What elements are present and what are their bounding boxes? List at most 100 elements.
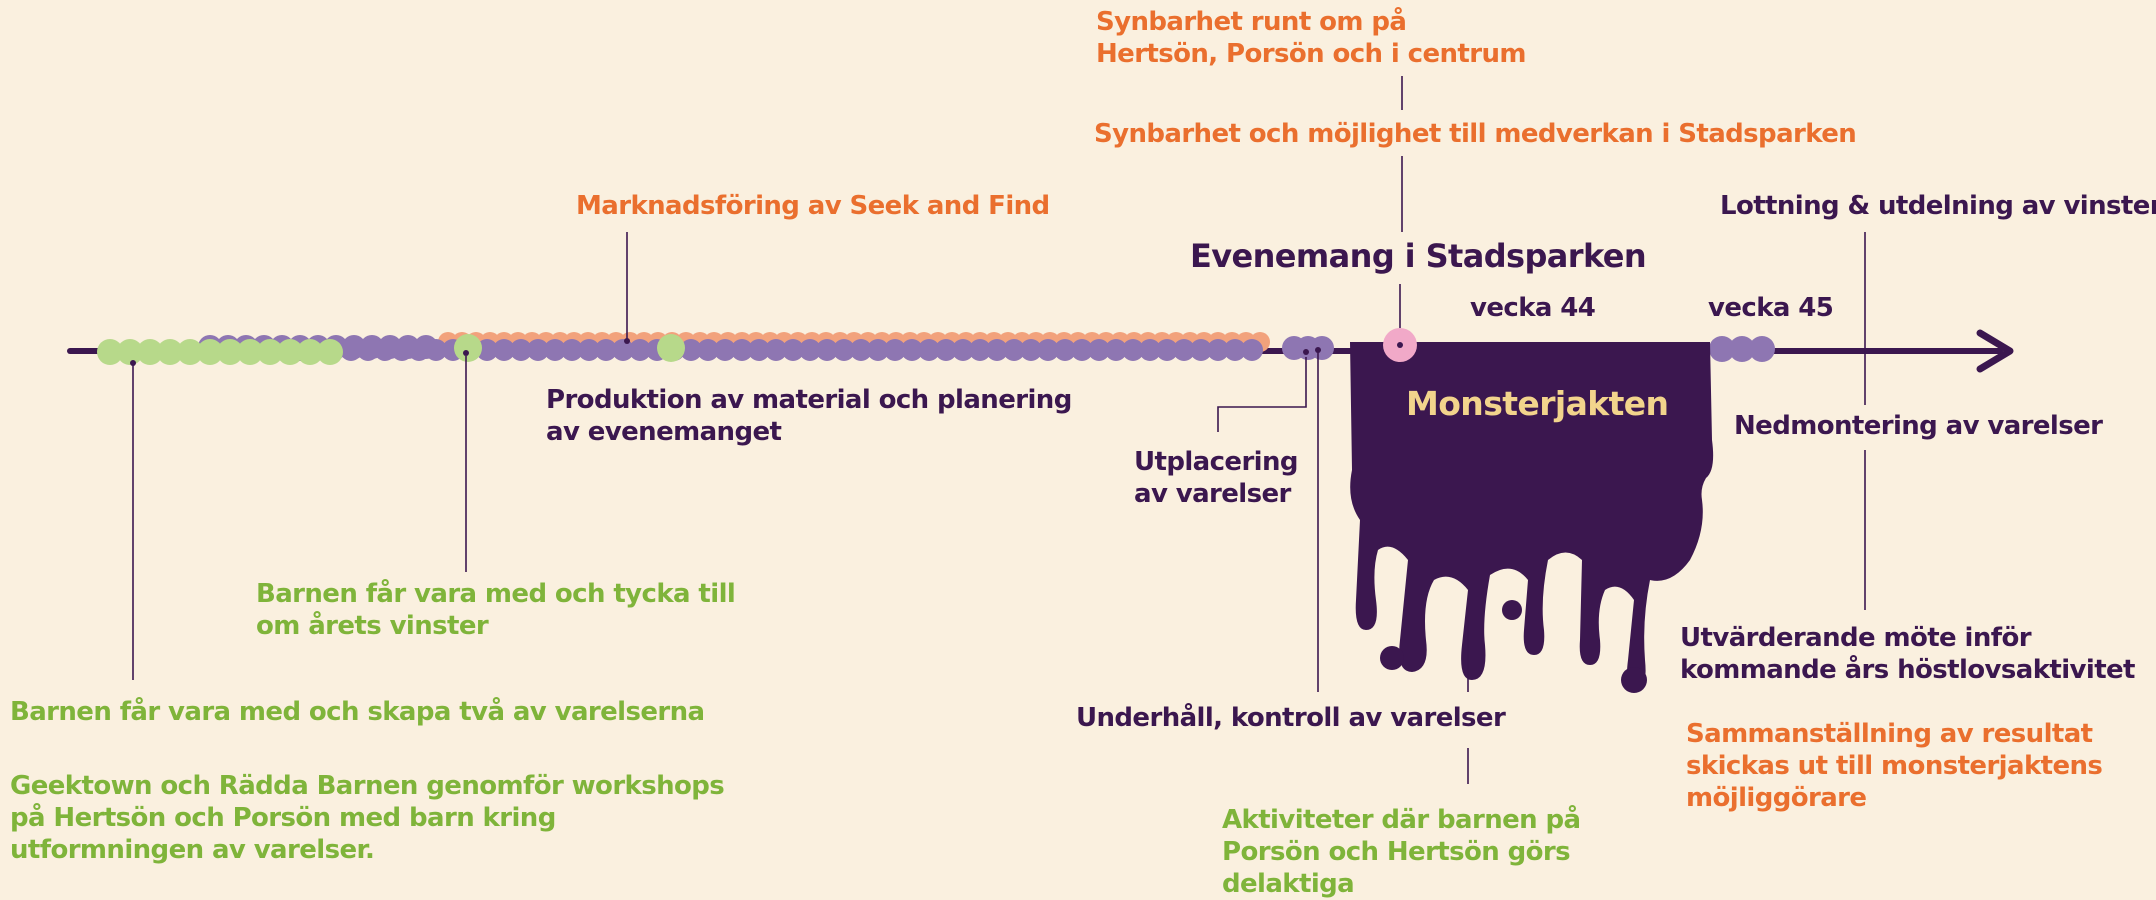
purple-bead	[680, 339, 702, 361]
label-vecka44: vecka 44	[1470, 293, 1596, 323]
purple-bead	[391, 339, 413, 361]
label-marknadsforing: Marknadsföring av Seek and Find	[576, 191, 1050, 221]
label-barnen-tycka: Barnen får vara med och tycka till om år…	[256, 579, 736, 641]
label-geektown: Geektown och Rädda Barnen genomför works…	[10, 771, 725, 865]
green-bead	[317, 339, 343, 365]
purple-bead	[1709, 336, 1735, 362]
label-aktiviteter: Aktiviteter där barnen på Porsön och Her…	[1222, 805, 1581, 899]
purple-bead	[1139, 339, 1161, 361]
purple-bead	[1173, 339, 1195, 361]
purple-bead	[357, 339, 379, 361]
purple-bead	[816, 339, 838, 361]
green-bead	[137, 339, 163, 365]
purple-bead	[884, 339, 906, 361]
timeline-diagram	[67, 76, 2014, 784]
green-bead	[257, 339, 283, 365]
purple-beads-placement	[1282, 336, 1334, 360]
green-bead-marketing	[657, 334, 685, 362]
purple-bead	[782, 339, 804, 361]
purple-bead	[1749, 336, 1775, 362]
purple-bead	[1088, 339, 1110, 361]
purple-bead	[799, 339, 821, 361]
connector-dot	[1315, 347, 1321, 353]
green-beads-workshops	[97, 339, 343, 365]
green-bead	[197, 339, 223, 365]
label-evenemang: Evenemang i Stadsparken	[1190, 237, 1647, 275]
purple-bead	[527, 339, 549, 361]
purple-bead	[850, 339, 872, 361]
purple-bead	[1729, 336, 1755, 362]
connector-dot	[463, 350, 469, 356]
purple-bead	[867, 339, 889, 361]
purple-bead	[1190, 339, 1212, 361]
connector-dot	[1303, 349, 1309, 355]
purple-bead	[1122, 339, 1144, 361]
label-synbarhet-stadsparken: Synbarhet och möjlighet till medverkan i…	[1094, 119, 1857, 149]
purple-bead	[425, 339, 447, 361]
label-lottning: Lottning & utdelning av vinster	[1720, 191, 2156, 221]
purple-bead	[697, 339, 719, 361]
label-sammanstallning: Sammanställning av resultat skickas ut t…	[1686, 719, 2103, 813]
purple-bead	[918, 339, 940, 361]
green-bead	[157, 339, 183, 365]
purple-bead	[544, 339, 566, 361]
purple-bead	[748, 339, 770, 361]
label-synbarhet-hertson: Synbarhet runt om på Hertsön, Porsön och…	[1096, 7, 1526, 69]
green-bead	[217, 339, 243, 365]
purple-bead	[833, 339, 855, 361]
label-utplacering: Utplacering av varelser	[1134, 447, 1299, 509]
purple-bead	[408, 339, 430, 361]
connector-dot	[624, 338, 630, 344]
monsterjakten-slime-shape	[1350, 342, 1714, 690]
label-utvarderande: Utvärderande möte inför kommande års hös…	[1680, 623, 2135, 685]
purple-bead	[765, 339, 787, 361]
purple-bead	[1105, 339, 1127, 361]
green-bead-prizes	[454, 334, 482, 362]
green-bead	[117, 339, 143, 365]
purple-bead	[1003, 339, 1025, 361]
purple-bead	[629, 339, 651, 361]
purple-bead	[1241, 339, 1263, 361]
purple-bead	[578, 339, 600, 361]
slime-drop	[1380, 646, 1404, 670]
purple-bead	[340, 339, 362, 361]
event-marker-dot	[1397, 342, 1403, 348]
purple-bead	[901, 339, 923, 361]
purple-bead	[1207, 339, 1229, 361]
purple-bead	[969, 339, 991, 361]
slime-drop	[1502, 600, 1522, 620]
green-bead	[177, 339, 203, 365]
purple-bead	[1020, 339, 1042, 361]
purple-bead	[510, 339, 532, 361]
purple-bead	[1224, 339, 1246, 361]
green-bead	[297, 339, 323, 365]
slime-drop	[1621, 667, 1647, 693]
connector-utplacering	[1217, 357, 1307, 432]
green-bead	[237, 339, 263, 365]
purple-bead	[374, 339, 396, 361]
purple-bead	[986, 339, 1008, 361]
purple-bead	[714, 339, 736, 361]
purple-bead	[1156, 339, 1178, 361]
label-underhall: Underhåll, kontroll av varelser	[1076, 703, 1506, 733]
label-vecka45: vecka 45	[1708, 293, 1834, 323]
connector-dot	[130, 360, 136, 366]
label-barnen-skapa: Barnen får vara med och skapa två av var…	[10, 697, 705, 727]
green-bead	[97, 339, 123, 365]
purple-bead	[493, 339, 515, 361]
purple-bead	[731, 339, 753, 361]
timeline-arrow-icon	[1976, 329, 2014, 373]
purple-bead	[1037, 339, 1059, 361]
purple-bead	[595, 339, 617, 361]
green-bead	[277, 339, 303, 365]
purple-bead	[1054, 339, 1076, 361]
purple-beads-week45	[1709, 336, 1775, 362]
label-produktion: Produktion av material och planering av …	[546, 385, 1072, 447]
purple-bead	[1310, 336, 1334, 360]
purple-bead	[952, 339, 974, 361]
purple-bead	[1071, 339, 1093, 361]
purple-bead	[561, 339, 583, 361]
label-monsterjakten: Monsterjakten	[1406, 384, 1669, 423]
label-nedmontering: Nedmontering av varelser	[1734, 411, 2103, 441]
purple-bead	[935, 339, 957, 361]
